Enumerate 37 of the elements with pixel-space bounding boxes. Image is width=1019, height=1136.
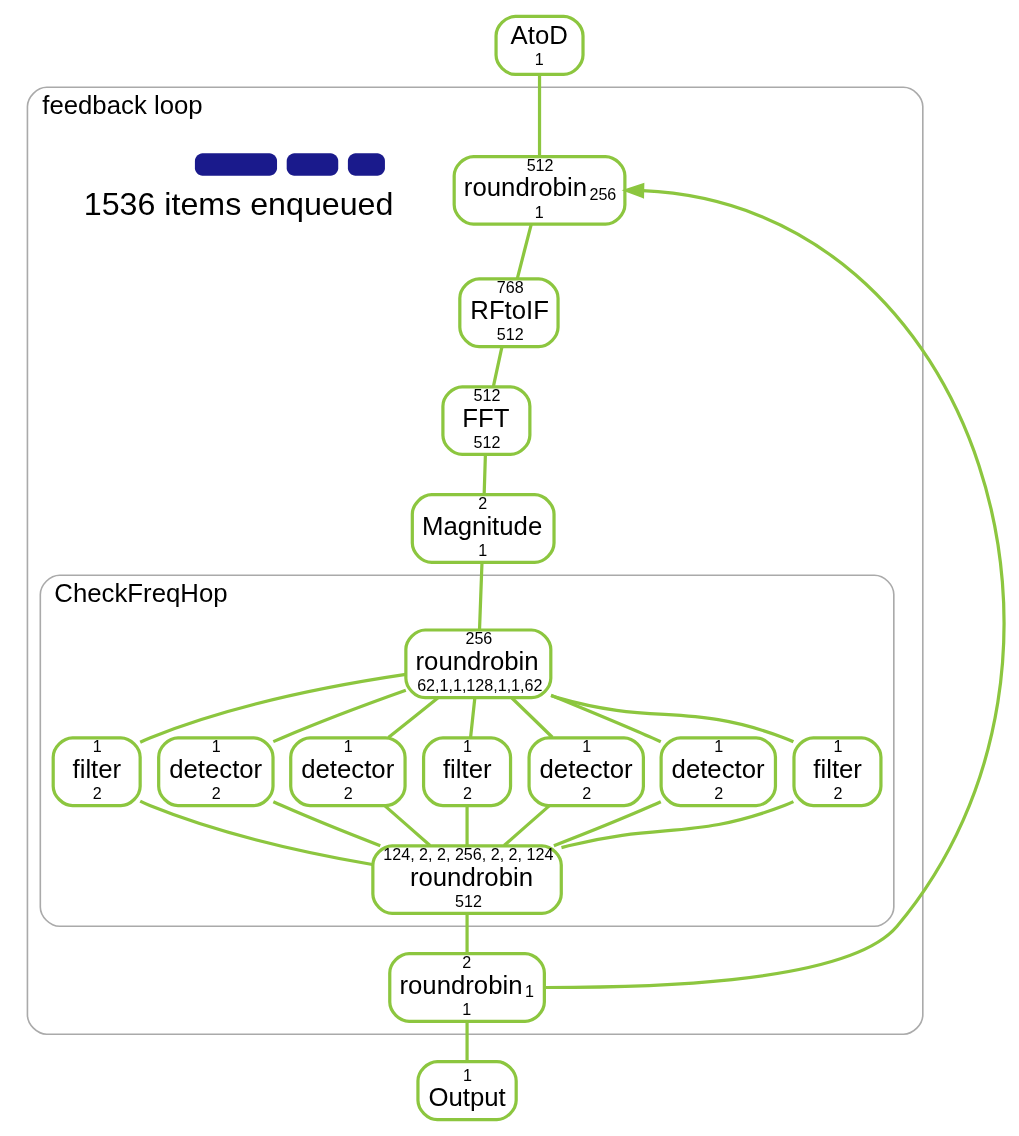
connector (465, 913, 469, 953)
node-box: 1 detector 2 (157, 736, 275, 808)
connector (482, 454, 487, 495)
connector (272, 688, 407, 744)
label: 1536 items enqueued (83, 185, 394, 222)
connector (387, 696, 439, 739)
node-box: 1 detector 2 (527, 736, 645, 808)
connector (139, 672, 407, 744)
node-box: 2 Magnitude 1 (410, 493, 556, 564)
connector (553, 800, 662, 848)
connector (383, 804, 432, 847)
connector (272, 800, 381, 848)
node-box: 124, 2, 2, 256, 2, 2, 124 roundrobin 512 (371, 844, 563, 916)
connector (469, 697, 477, 738)
connector (503, 804, 551, 847)
connector (139, 799, 373, 867)
arrow (545, 182, 1006, 990)
node-box: 1 detector 2 (289, 736, 407, 808)
node-box: 256 roundrobin 62,1,1,128,1,1,62 (404, 628, 553, 700)
connector (465, 1021, 469, 1062)
node-box: 1 filter 2 (51, 736, 142, 808)
node-box: 1 filter 2 (792, 736, 883, 808)
connector (477, 562, 484, 630)
connector (510, 696, 554, 739)
node-box: 512 FFT 512 (441, 385, 532, 457)
connector (491, 346, 504, 387)
connector (550, 694, 795, 744)
node-box: 768 RFtoIF 512 (458, 277, 560, 349)
node-box: 1 Output (416, 1059, 518, 1122)
connector (537, 75, 542, 157)
node-box: AtoD 1 (494, 14, 585, 77)
connector (550, 693, 662, 744)
node-box: 1 filter 2 (421, 736, 513, 808)
connector (515, 224, 533, 279)
connector (561, 800, 795, 850)
connector (465, 805, 469, 846)
node-box: 1 detector 2 (659, 736, 778, 808)
